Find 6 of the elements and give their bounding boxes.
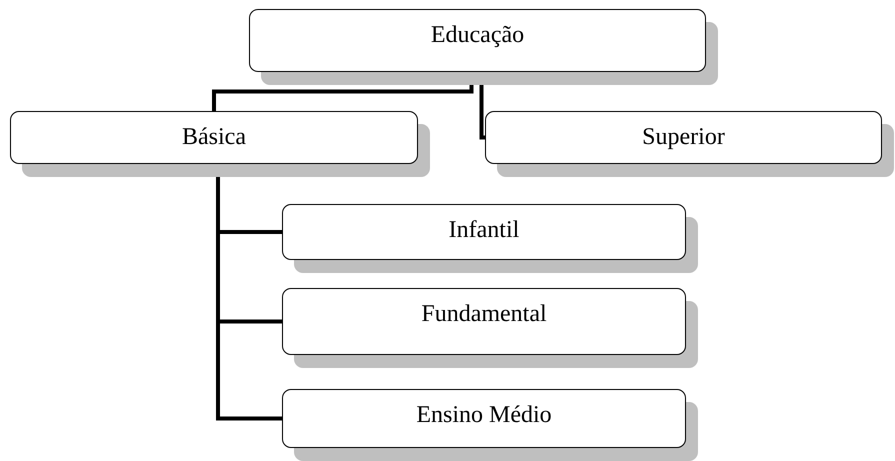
box-label: Infantil: [448, 217, 520, 244]
box-label: Básica: [182, 124, 246, 151]
box-label: Ensino Médio: [416, 402, 552, 429]
box-label: Fundamental: [421, 301, 547, 328]
box-label: Superior: [642, 124, 725, 151]
box-label: Educação: [430, 22, 524, 49]
